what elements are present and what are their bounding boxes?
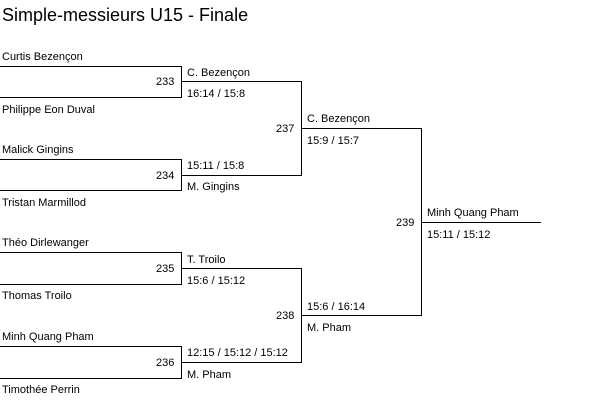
bracket-line [301,128,421,129]
match-score: 15:6 / 16:14 [307,301,366,313]
bracket-line [181,175,301,176]
bracket-line [181,268,301,269]
match-number: 235 [156,263,175,275]
bracket-line [181,66,182,98]
player-name: Minh Quang Pham [2,331,94,343]
match-winner: M. Gingins [187,181,240,193]
player-name: Thomas Troilo [2,290,72,302]
match-winner: C. Bezençon [307,113,370,125]
bracket-line [0,252,181,253]
match-winner: M. Pham [307,322,352,334]
player-name: Malick Gingins [2,144,74,156]
bracket-line [0,346,181,347]
player-name: Théo Dirlewanger [2,237,89,249]
bracket-line [181,81,301,82]
player-name: Philippe Eon Duval [2,104,95,116]
match-number: 239 [396,217,415,229]
match-score: 16:14 / 15:8 [187,88,246,100]
match-score: 15:11 / 15:8 [187,160,245,172]
match-number: 238 [276,310,295,322]
match-winner: C. Bezençon [187,67,250,79]
match-score: 15:11 / 15:12 [427,229,491,241]
match-winner: M. Pham [187,369,232,381]
bracket-line [0,97,181,98]
match-number: 233 [156,76,175,88]
player-name: Tristan Marmillod [2,197,86,209]
bracket-line [0,159,181,160]
bracket-line [0,378,181,379]
bracket-line [421,222,541,223]
match-number: 234 [156,170,175,182]
match-score: 15:9 / 15:7 [307,135,359,147]
match-number: 236 [156,357,175,369]
bracket-line [0,66,181,67]
player-name: Curtis Bezençon [2,51,83,63]
match-number: 237 [276,123,295,135]
page-title: Simple-messieurs U15 - Finale [2,5,249,25]
bracket-line [181,362,301,363]
champion-name: Minh Quang Pham [427,207,519,219]
match-score: 12:15 / 15:12 / 15:12 [187,347,288,359]
bracket-line [0,284,181,285]
match-score: 15:6 / 15:12 [187,275,246,287]
bracket-line [0,190,181,191]
bracket-line [301,315,421,316]
player-name: Timothée Perrin [2,384,80,396]
match-winner: T. Troilo [187,254,226,266]
